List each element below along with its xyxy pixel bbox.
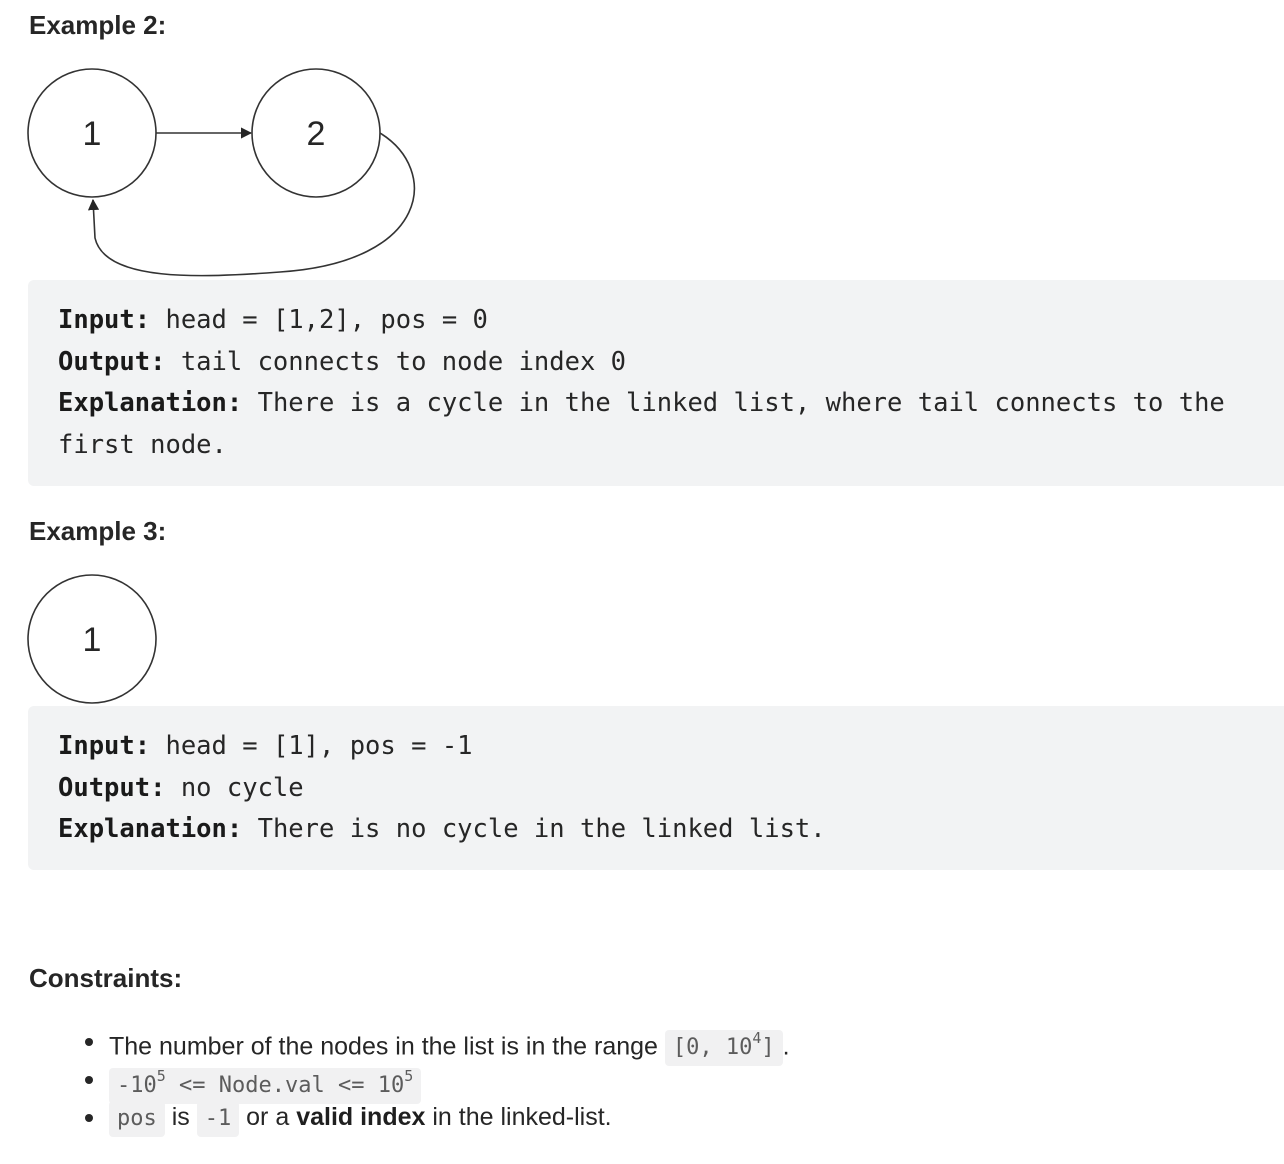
- neg-one-code: -1: [196, 1101, 240, 1137]
- bullet: [85, 1038, 93, 1046]
- explanation-label: Explanation:: [58, 814, 243, 844]
- explanation-line: Explanation: There is no cycle in the li…: [58, 809, 1254, 851]
- example-2-heading: Example 2:: [29, 10, 167, 40]
- node-1-label: 1: [83, 621, 102, 659]
- constraint-item-node-count: The number of the nodes in the list is i…: [0, 1022, 790, 1067]
- range-code-start: [0, 10: [672, 1035, 753, 1061]
- node-val-code: -105 <= Node.val <= 105: [109, 1067, 422, 1105]
- node-1-circle: [27, 574, 157, 704]
- node-2-label: 2: [307, 115, 326, 153]
- explanation-value: There is a cycle in the linked list, whe…: [58, 388, 1241, 460]
- constraints-heading: Constraints:: [29, 963, 183, 993]
- pos-code: pos: [109, 1101, 165, 1137]
- upper-bound-exponent: 5: [404, 1067, 414, 1085]
- output-line: Output: no cycle: [58, 768, 1254, 810]
- input-value: head = [1,2], pos = 0: [150, 305, 488, 335]
- explanation-value: There is no cycle in the linked list.: [242, 814, 826, 844]
- is-text: is: [164, 1103, 197, 1131]
- example-3-codeblock: Input: head = [1], pos = -1 Output: no c…: [28, 706, 1284, 870]
- bullet: [85, 1114, 93, 1122]
- node-val-middle: <= Node.val <= 10: [165, 1073, 405, 1099]
- example-2-diagram: 1 2: [27, 68, 415, 277]
- node-1-label: 1: [83, 115, 102, 153]
- cycle-arrow-2-to-1: [87, 132, 415, 277]
- range-code-end: ]: [761, 1035, 775, 1061]
- valid-index-text: valid index: [296, 1103, 426, 1131]
- or-text: or a: [239, 1103, 297, 1131]
- input-line: Input: head = [1,2], pos = 0: [58, 300, 1254, 342]
- example-3-heading: Example 3:: [29, 516, 167, 546]
- constraint-text: The number of the nodes in the list is i…: [109, 1032, 665, 1061]
- output-line: Output: tail connects to node index 0: [58, 342, 1254, 384]
- output-value: tail connects to node index 0: [165, 346, 627, 377]
- output-label: Output:: [58, 346, 166, 377]
- bullet: [85, 1076, 93, 1084]
- output-label: Output:: [58, 772, 166, 803]
- range-exponent: 4: [752, 1029, 762, 1047]
- constraint-item-node-val: -105 <= Node.val <= 105: [0, 1060, 790, 1105]
- example-2-codeblock: Input: head = [1,2], pos = 0 Output: tai…: [28, 280, 1284, 486]
- lower-bound-exponent: 5: [156, 1067, 166, 1085]
- input-line: Input: head = [1], pos = -1: [58, 726, 1254, 768]
- input-label: Input:: [58, 305, 151, 335]
- example-3-diagram: 1: [27, 574, 157, 704]
- lower-bound: -10: [117, 1073, 157, 1099]
- constraint-item-pos: pos is -1 or a valid index in the linked…: [0, 1098, 790, 1137]
- constraint-period: .: [782, 1032, 790, 1061]
- output-value: no cycle: [165, 772, 304, 803]
- linked-list-text: in the linked-list.: [425, 1103, 612, 1131]
- constraints-list: The number of the nodes in the list is i…: [0, 1022, 790, 1137]
- input-label: Input:: [58, 731, 151, 761]
- explanation-label: Explanation:: [58, 388, 243, 418]
- input-value: head = [1], pos = -1: [150, 731, 473, 761]
- explanation-line: Explanation: There is a cycle in the lin…: [58, 383, 1254, 466]
- range-code: [0, 104]: [664, 1029, 783, 1067]
